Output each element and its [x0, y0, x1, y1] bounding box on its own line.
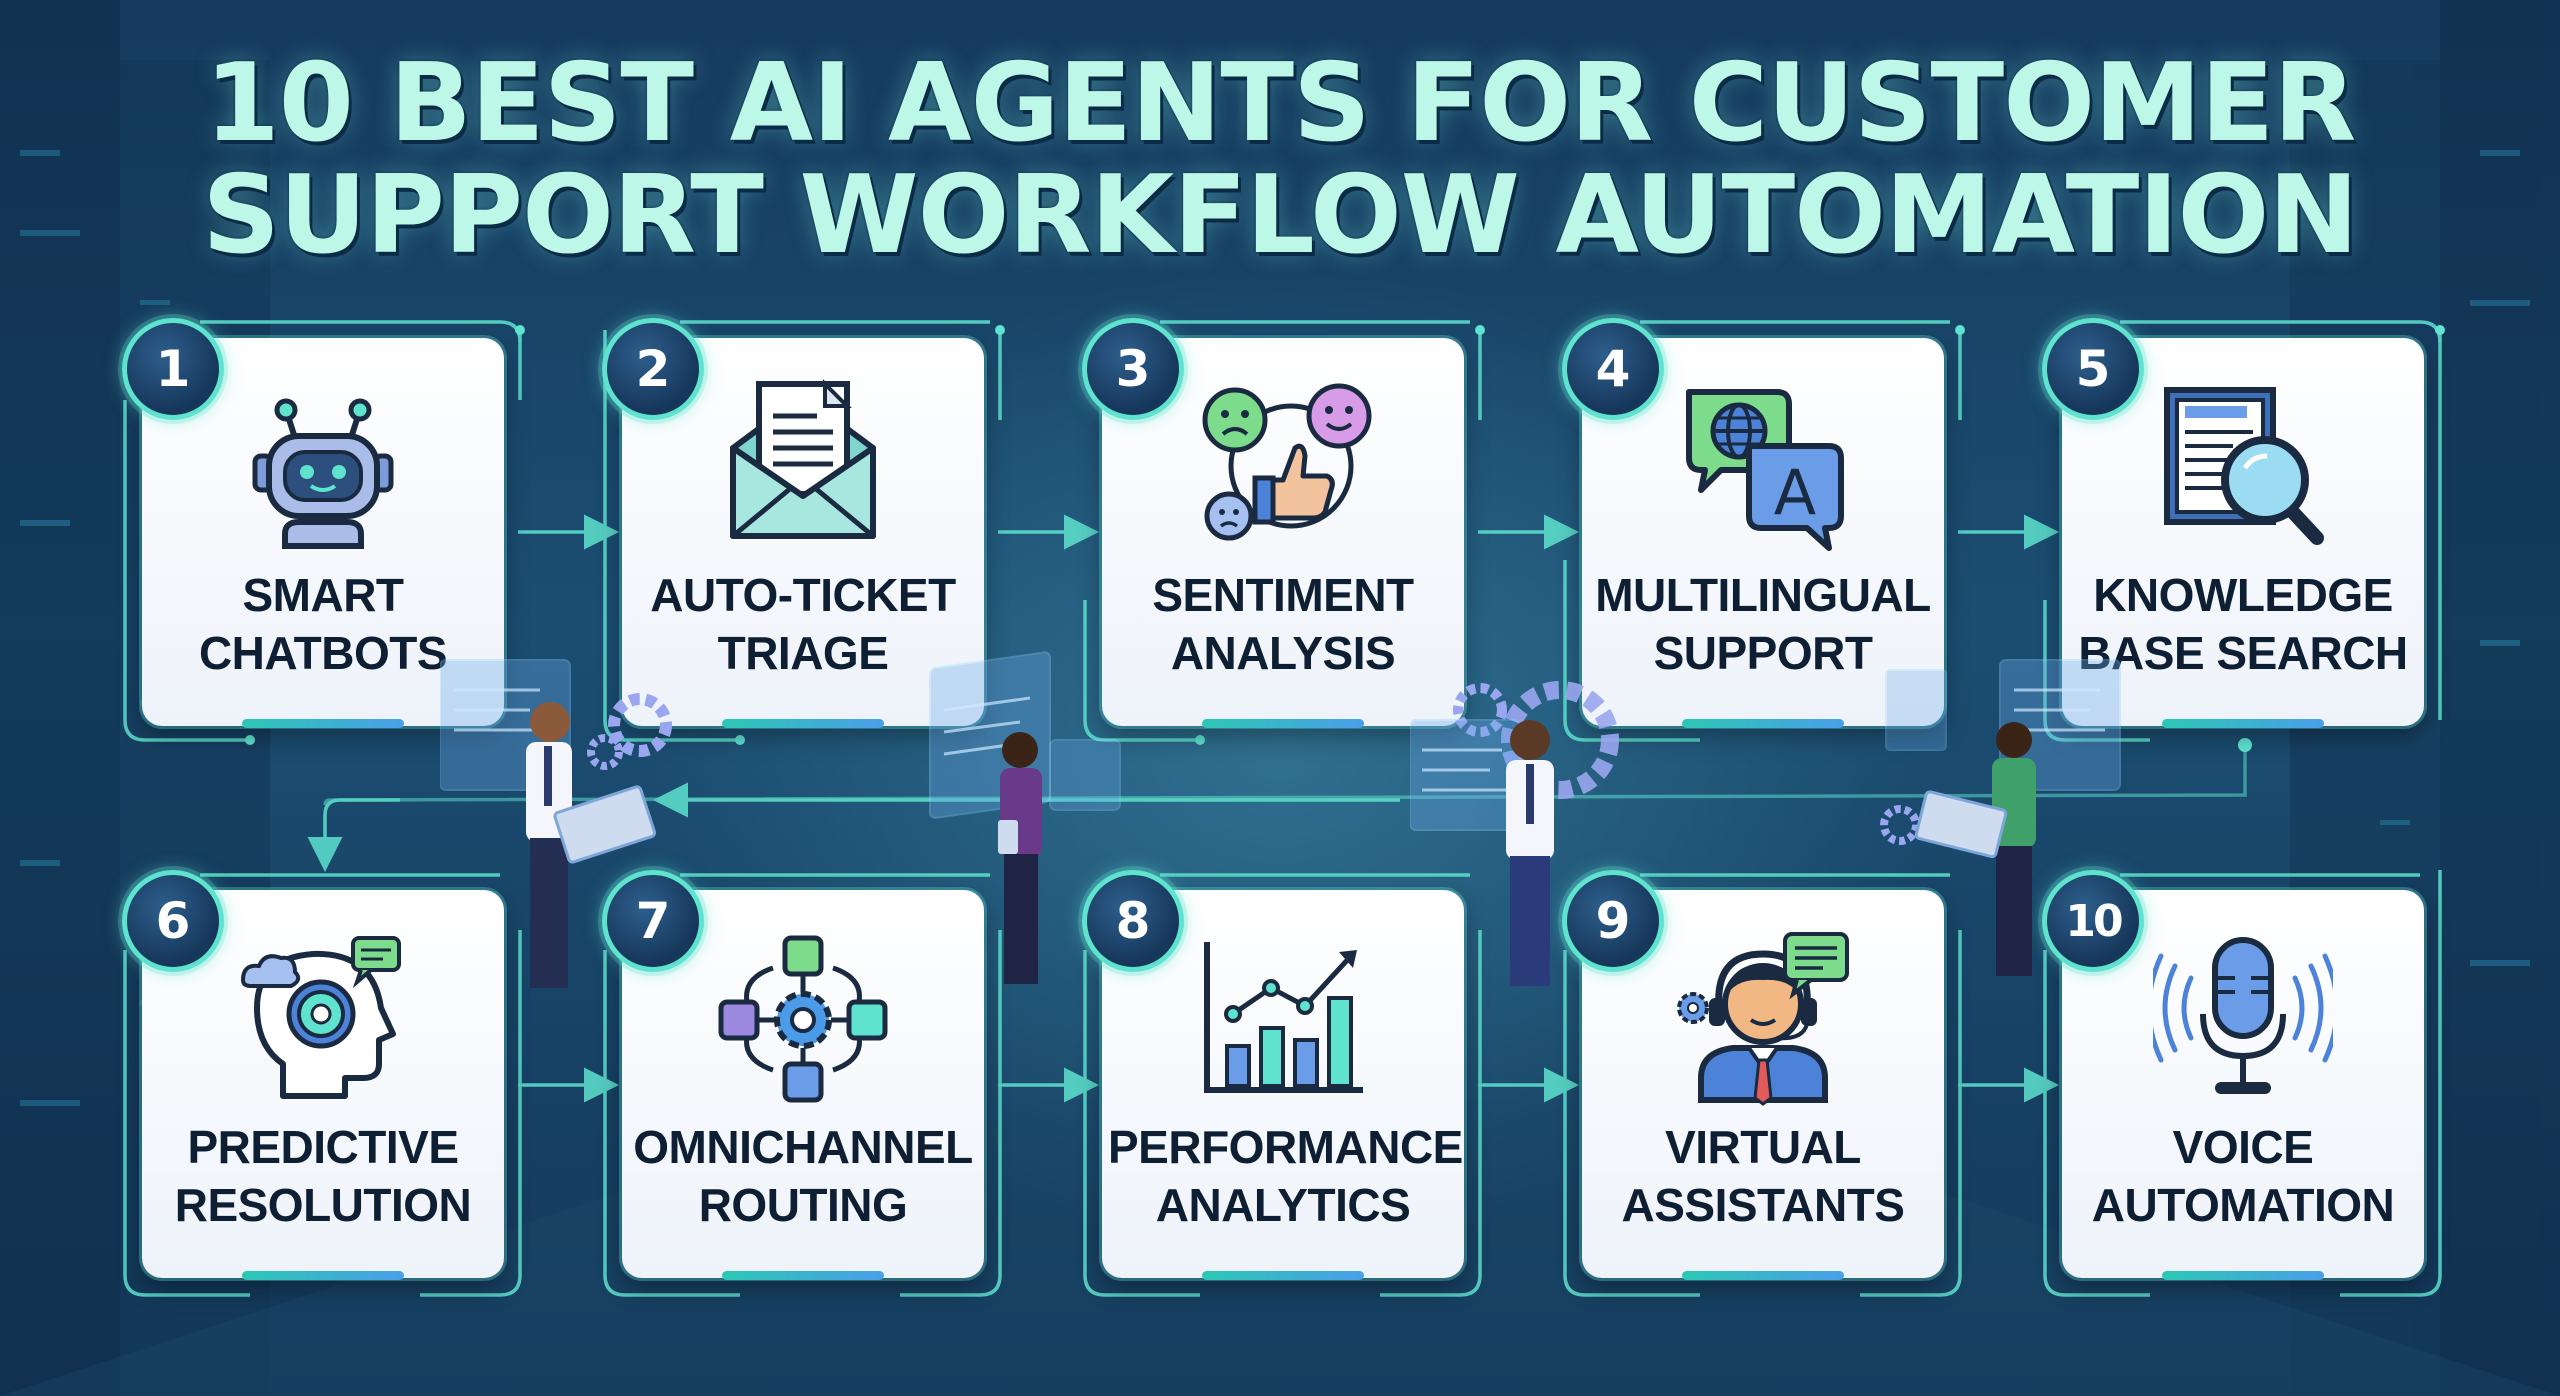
routing-hub-icon — [718, 935, 888, 1103]
card-accent-bar — [2162, 1271, 2324, 1280]
card-accent-bar — [1682, 719, 1844, 728]
card-accent-bar — [722, 1271, 884, 1280]
man-with-gears-illustration — [1410, 681, 1619, 986]
title-line-2: SUPPORT WORKFLOW AUTOMATION — [202, 153, 2358, 278]
bar-chart-icon — [1204, 942, 1363, 1093]
emotion-faces-icon — [1202, 383, 1372, 541]
microphone-icon — [2153, 937, 2333, 1094]
translation-bubbles-icon: A — [1686, 389, 1844, 551]
number-badge-3: 3 — [1082, 318, 1184, 420]
title-line-1: 10 BEST AI AGENTS FOR CUSTOMER — [204, 41, 2357, 166]
number-badge-9: 9 — [1562, 870, 1664, 972]
man-with-laptop-illustration — [440, 659, 672, 988]
robot-icon — [252, 398, 394, 549]
page-title: 10 BEST AI AGENTS FOR CUSTOMER SUPPORT W… — [0, 48, 2560, 272]
woman-with-holographic-screen-illustration — [929, 651, 1121, 984]
card-accent-bar — [242, 1271, 404, 1280]
card-accent-bar — [1682, 1271, 1844, 1280]
number-badge-5: 5 — [2042, 318, 2144, 420]
number-badge-2: 2 — [602, 318, 704, 420]
number-badge-10: 10 — [2042, 870, 2144, 972]
card-accent-bar — [722, 719, 884, 728]
headset-agent-icon — [1677, 932, 1849, 1106]
card-accent-bar — [242, 719, 404, 728]
number-badge-8: 8 — [1082, 870, 1184, 972]
head-gear-icon — [240, 936, 401, 1099]
envelope-icon — [730, 379, 876, 539]
number-badge-4: 4 — [1562, 318, 1664, 420]
card-accent-bar — [2162, 719, 2324, 728]
number-badge-1: 1 — [122, 318, 224, 420]
document-search-icon — [2164, 387, 2324, 545]
woman-with-laptop-illustration — [1880, 659, 2121, 976]
card-accent-bar — [1202, 1271, 1364, 1280]
number-badge-7: 7 — [602, 870, 704, 972]
card-accent-bar — [1202, 719, 1364, 728]
number-badge-6: 6 — [122, 870, 224, 972]
svg-text:A: A — [1774, 456, 1816, 529]
